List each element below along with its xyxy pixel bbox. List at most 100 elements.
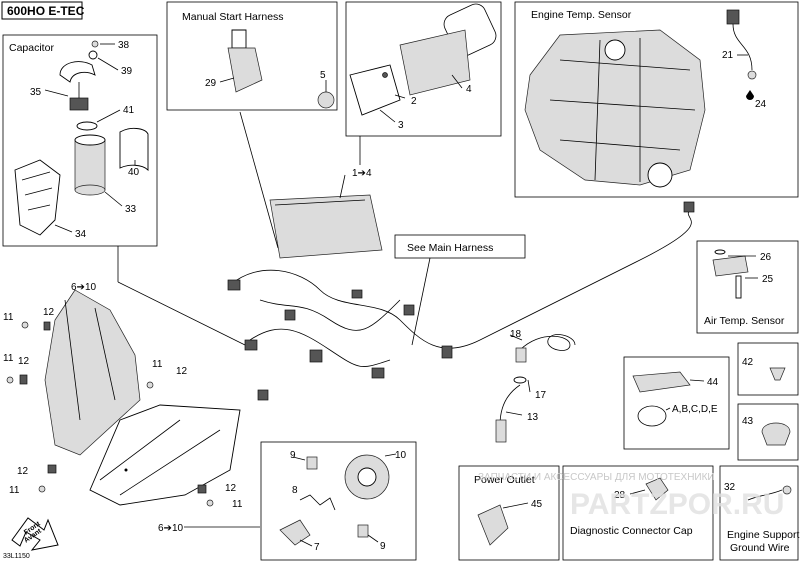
capacitor-top <box>74 134 106 146</box>
manual-start-box-frame <box>166 1 338 111</box>
spring-clip <box>299 494 336 511</box>
manual-start-title: Manual Start Harness <box>182 11 284 23</box>
screw-part <box>6 376 14 384</box>
leader-line <box>379 109 396 123</box>
callout-8: 8 <box>292 485 298 496</box>
leader-line <box>292 456 306 461</box>
model-header: 600HO E-TEC <box>7 4 85 18</box>
clip-part <box>43 321 51 331</box>
callout-11-d: 11 <box>9 485 20 496</box>
cable-assembly: 18 17 13 <box>495 329 576 443</box>
leader-line <box>502 502 529 509</box>
leader-line <box>629 489 646 495</box>
callout-10: 10 <box>395 450 407 461</box>
connector-part <box>257 389 269 401</box>
ground-wire-box-frame <box>719 465 799 561</box>
power-outlet-title: Power Outlet <box>474 474 535 486</box>
capacitor-cylinder <box>74 139 106 191</box>
callout-11-b: 11 <box>3 353 14 364</box>
callout-12-c: 12 <box>176 366 188 377</box>
bracket-part <box>14 159 61 236</box>
leader-line <box>505 411 523 416</box>
leader-line <box>411 257 431 346</box>
gauge-box: 5 2 3 4 1➔4 <box>317 1 502 179</box>
bolt-part <box>91 40 99 48</box>
gauge-housing <box>399 29 471 96</box>
coiled-cable <box>519 334 576 351</box>
engine-detail <box>549 38 696 182</box>
air-temp-box-frame <box>696 240 799 334</box>
callout-24: 24 <box>755 99 767 110</box>
engine-block <box>524 29 706 186</box>
rivet-part <box>769 367 786 381</box>
callout-2: 2 <box>411 96 417 107</box>
sensor-connector <box>726 9 740 25</box>
ground-wire-title-1: Engine Support <box>727 529 799 541</box>
connector-part <box>403 304 415 316</box>
leader-line <box>665 407 671 411</box>
leader-line <box>219 77 235 83</box>
ground-wire-terminal <box>782 485 792 495</box>
callout-41: 41 <box>123 105 135 116</box>
harness-wire <box>259 299 401 331</box>
sealant-drop-icon <box>746 90 754 100</box>
indicator-lamp <box>317 91 335 109</box>
callout-18: 18 <box>510 329 522 340</box>
engine-temp-box: Engine Temp. Sensor 21 24 <box>514 1 799 198</box>
callout-21: 21 <box>722 50 734 61</box>
headlight-assembly: 6➔10 11 12 11 12 11 12 12 11 12 11 6➔10 <box>3 282 260 534</box>
connector-part <box>351 289 363 299</box>
sealant-tube <box>632 371 691 393</box>
watermark-logo: PARTZPOR.RU <box>570 488 784 521</box>
callout-45: 45 <box>531 499 543 510</box>
capacitor-bottom <box>74 184 106 196</box>
air-sensor-probe <box>735 275 742 299</box>
callout-42: 42 <box>742 357 754 368</box>
shroud-detail <box>64 299 116 421</box>
diagram-code: 33L1150 <box>3 553 30 560</box>
bulb-box: 9 10 8 7 9 <box>260 441 417 561</box>
callout-29: 29 <box>205 78 217 89</box>
callout-32: 32 <box>724 482 736 493</box>
ring-part <box>513 376 527 384</box>
leader-line <box>97 57 119 71</box>
power-outlet-box-frame <box>458 465 560 561</box>
callout-5: 5 <box>320 70 326 81</box>
callout-39: 39 <box>121 66 133 77</box>
leader-line <box>689 379 705 382</box>
diagnostic-cap-box: 28 Diagnostic Connector Cap <box>562 465 714 561</box>
callout-34: 34 <box>75 229 87 240</box>
bulb-part <box>357 524 369 538</box>
cluster-detail <box>274 199 366 206</box>
engine-detail-circle <box>604 39 626 61</box>
callout-11-c: 11 <box>152 359 163 370</box>
clamp-part <box>59 61 96 83</box>
callout-11-e: 11 <box>232 499 243 510</box>
cable-wire <box>499 384 521 426</box>
leader-line <box>394 94 406 99</box>
sensor-wire <box>732 23 753 71</box>
callout-7: 7 <box>314 542 320 553</box>
lens-detail <box>99 419 221 496</box>
callout-28: 28 <box>614 490 626 501</box>
leader-line <box>509 334 523 341</box>
callout-38: 38 <box>118 40 130 51</box>
callout-40: 40 <box>128 167 140 178</box>
manual-start-box: Manual Start Harness 29 <box>166 1 338 111</box>
callout-33: 33 <box>125 204 137 215</box>
harness-wire <box>249 328 391 367</box>
callout-12-b: 12 <box>18 356 30 367</box>
watermark-text: ЗАПЧАСТИ И АКСЕССУАРЫ ДЛЯ МОТОТЕХНИКИ <box>478 472 715 483</box>
callout-9-bottom: 9 <box>380 541 386 552</box>
screw-part <box>382 72 388 78</box>
callout-12-e: 12 <box>225 483 237 494</box>
air-temp-title: Air Temp. Sensor <box>704 315 785 327</box>
gauge-lens <box>349 64 401 116</box>
cable-connector <box>515 347 527 363</box>
air-sensor-body <box>712 255 749 277</box>
main-harness-assembly <box>117 111 695 401</box>
headlight-lens <box>89 404 241 506</box>
clip-part <box>47 464 57 474</box>
leader-line <box>367 534 379 543</box>
